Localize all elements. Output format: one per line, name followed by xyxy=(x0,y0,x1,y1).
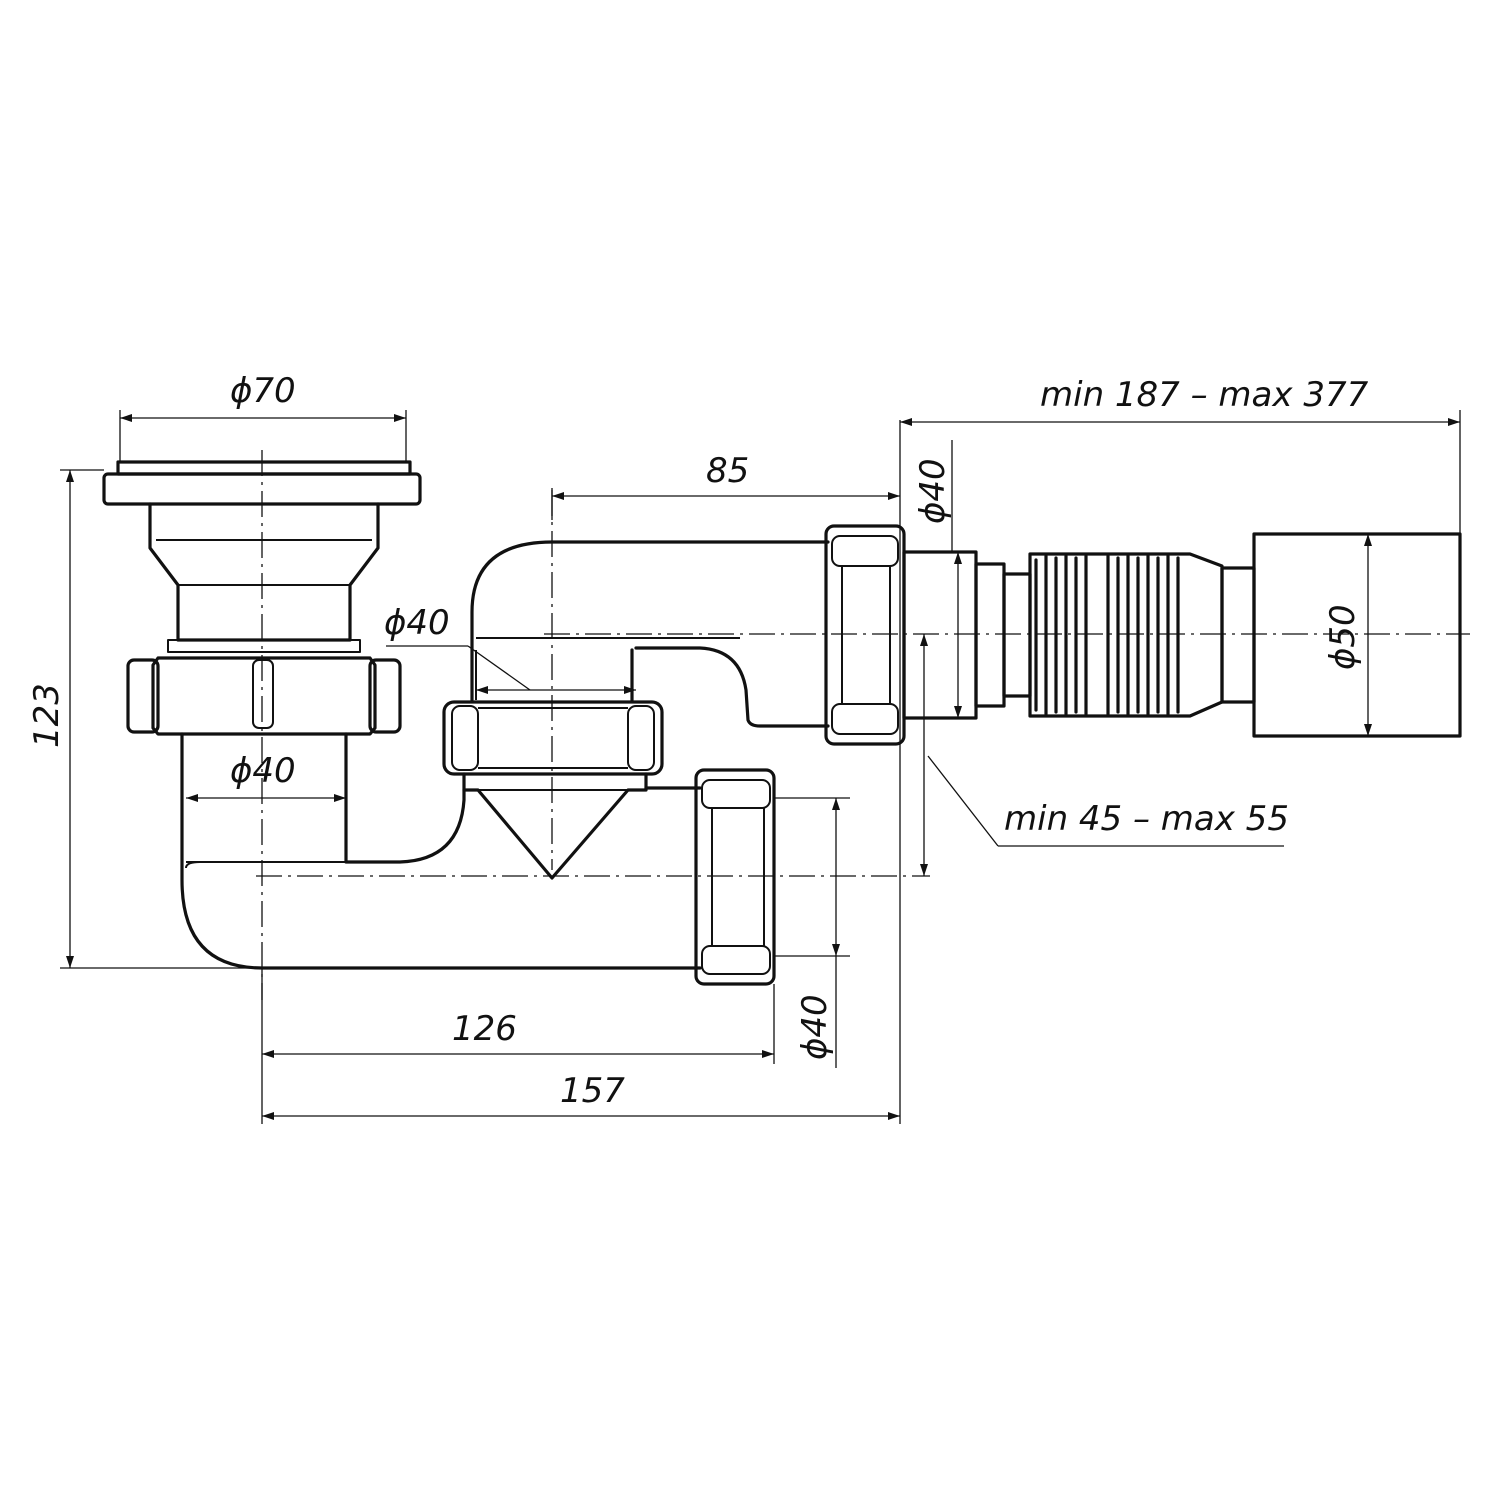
side-outlet-nut xyxy=(694,768,776,986)
dimension-trap-offset: 85 xyxy=(551,420,901,1124)
dimension-hose-end-diameter: ϕ50 xyxy=(1323,534,1372,736)
outlet-height-label: min 45 – max 55 xyxy=(1004,799,1289,839)
side-outlet-length-label: 126 xyxy=(452,1009,517,1049)
side-outlet-diameter-label: ϕ40 xyxy=(795,994,835,1060)
drain-diameter-label: ϕ70 xyxy=(230,371,296,411)
center-lines xyxy=(256,450,1470,1000)
hose-length-label: min 187 – max 377 xyxy=(1040,375,1369,415)
dimension-outlet-height: min 45 – max 55 xyxy=(920,634,1289,876)
dimension-outlet-diameter: ϕ40 xyxy=(913,440,962,718)
hose-end-diameter-label: ϕ50 xyxy=(1323,604,1363,670)
dimension-riser-diameter: ϕ40 xyxy=(384,603,636,694)
dimension-side-outlet-length: 126 xyxy=(261,968,775,1124)
dimension-side-outlet-diameter: ϕ40 xyxy=(774,797,850,1068)
riser-diameter-label: ϕ40 xyxy=(384,603,450,643)
dimension-height: 123 xyxy=(27,469,262,969)
height-label: 123 xyxy=(27,683,67,748)
trap-offset-label: 85 xyxy=(706,451,749,491)
outlet-diameter-label: ϕ40 xyxy=(913,458,953,524)
overall-length-label: 157 xyxy=(560,1071,625,1111)
flex-hose xyxy=(902,532,1462,738)
drain-assembly xyxy=(102,460,702,970)
trap-body xyxy=(442,540,830,880)
hose-corrugation xyxy=(1034,554,1180,716)
dimension-overall-length: 157 xyxy=(262,1071,900,1120)
dimension-hose-length: min 187 – max 377 xyxy=(900,375,1461,534)
outlet-nut xyxy=(824,524,906,746)
dimension-inlet-diameter: ϕ40 xyxy=(186,751,346,802)
dimension-drain-diameter: ϕ70 xyxy=(119,371,407,462)
inlet-diameter-label: ϕ40 xyxy=(230,751,296,791)
